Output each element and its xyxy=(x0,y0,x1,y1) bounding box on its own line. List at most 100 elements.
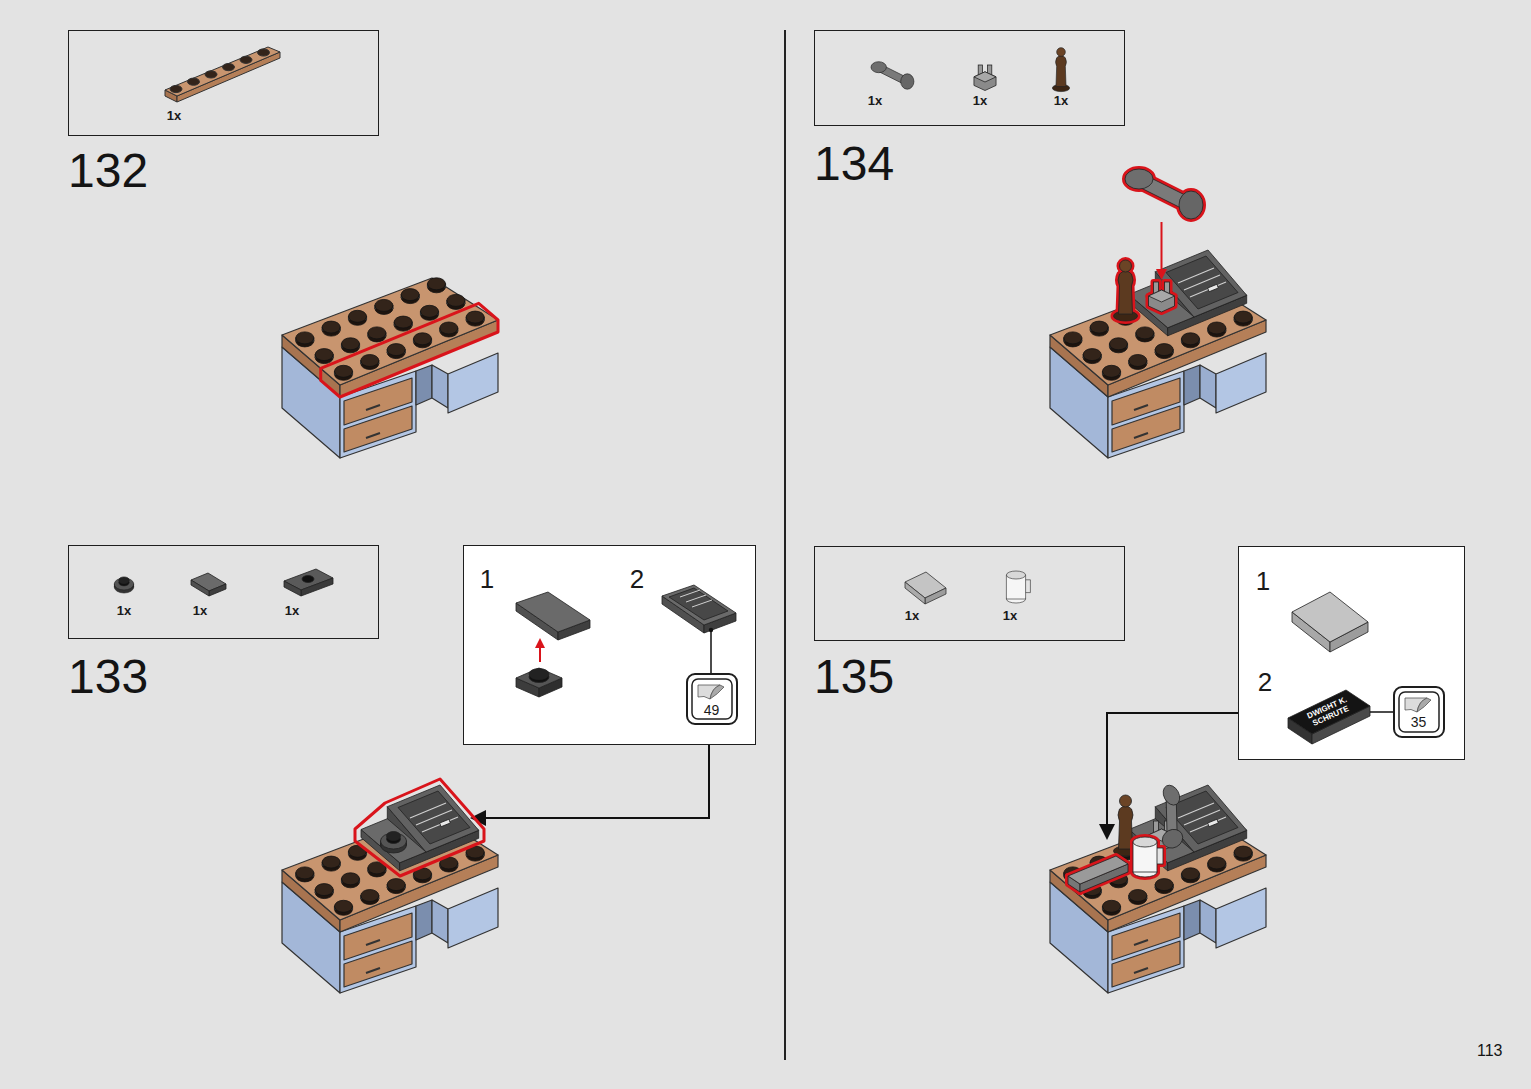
step-number: 134 xyxy=(814,140,894,188)
callout-box: 1 2 49 xyxy=(463,545,756,745)
callout-arrow xyxy=(484,745,709,818)
parts-list-box: 1x xyxy=(68,30,379,136)
parts-list-box: 1x 1x xyxy=(814,546,1125,641)
part-count: 1x xyxy=(868,94,882,107)
desk-model xyxy=(1149,282,1175,312)
callout-133-parts xyxy=(669,588,728,620)
step-number: 133 xyxy=(68,653,148,701)
parts-135 xyxy=(905,571,1030,604)
sticker-leader xyxy=(1370,711,1393,713)
callout-133-parts xyxy=(529,669,549,680)
page-number: 113 xyxy=(1477,1043,1503,1059)
tan-plate xyxy=(205,71,217,78)
part-count: 1x xyxy=(117,604,131,617)
part-count: 1x xyxy=(193,604,207,617)
sticker-curl xyxy=(710,685,724,699)
parts-133 xyxy=(209,584,226,596)
callout-135-parts xyxy=(1292,592,1368,642)
sticker-leader xyxy=(709,628,713,673)
part-count: 1x xyxy=(1054,94,1068,107)
parts-135 xyxy=(925,588,946,604)
parts-135 xyxy=(905,582,925,604)
parts-list-box: 1x 1x 1x xyxy=(814,30,1125,126)
step-number: 135 xyxy=(814,653,894,701)
tan-plate xyxy=(188,78,200,85)
callout-ground xyxy=(463,545,1465,760)
sticker-box: 49 xyxy=(686,673,738,725)
parts-133 xyxy=(114,569,333,596)
callout-ground xyxy=(1238,546,1465,760)
desk-model xyxy=(355,779,484,876)
callout-133-parts xyxy=(662,585,736,625)
desk-model xyxy=(381,832,407,854)
assembly-arrow xyxy=(535,638,545,648)
desk-model xyxy=(282,278,498,458)
sticker-frame xyxy=(692,679,732,719)
page-divider xyxy=(784,30,786,1060)
substep-number: 2 xyxy=(630,566,644,592)
desk-model xyxy=(282,779,498,993)
callout-arrow xyxy=(1099,824,1115,840)
desk-model xyxy=(1133,837,1163,877)
part-count: 1x xyxy=(905,609,919,622)
desk-model xyxy=(1156,269,1167,280)
tan-plate xyxy=(223,64,235,71)
parts-list-box: 1x 1x 1x xyxy=(68,545,379,639)
sticker-number: 35 xyxy=(1411,715,1427,729)
parts-134 xyxy=(871,48,1070,92)
sticker-leader xyxy=(710,630,712,673)
assembly-arrow xyxy=(539,646,541,662)
sticker-leader xyxy=(1370,712,1393,713)
parts-134 xyxy=(871,62,914,89)
callout-133-parts xyxy=(680,590,712,607)
substep-number: 1 xyxy=(480,566,494,592)
parts-133 xyxy=(191,580,209,596)
sticker-number: 49 xyxy=(704,703,720,717)
desk-model xyxy=(1050,782,1266,993)
tan-plate xyxy=(170,85,182,92)
desk-model xyxy=(1133,837,1163,877)
callout-ground xyxy=(463,545,756,745)
tan-plate xyxy=(165,47,280,96)
parts-134 xyxy=(974,65,996,91)
desk-model xyxy=(1114,260,1138,321)
tan-plate xyxy=(170,49,270,93)
desk-model xyxy=(1125,169,1203,219)
sticker-frame xyxy=(1399,692,1439,732)
desk-model xyxy=(1114,260,1138,321)
tan-plate xyxy=(258,49,270,56)
substep-number: 2 xyxy=(1258,669,1272,695)
assembly-arrow xyxy=(535,638,545,662)
tan-plate xyxy=(165,47,280,102)
callout-arrow xyxy=(470,745,709,826)
desk-model xyxy=(1149,282,1175,312)
part-count: 1x xyxy=(1003,609,1017,622)
callout-133-parts xyxy=(516,592,590,632)
step-number: 132 xyxy=(68,147,148,195)
desk-model xyxy=(1068,856,1128,892)
callout-135-parts xyxy=(1288,592,1370,744)
part-count: 1x xyxy=(167,109,181,122)
desk-model xyxy=(1125,169,1203,219)
parts-133 xyxy=(114,577,134,593)
parts-135 xyxy=(1006,571,1030,603)
desk-model xyxy=(1050,169,1266,458)
desk-model xyxy=(282,278,498,458)
substep-number: 1 xyxy=(1256,568,1270,594)
callout-box: 1 2 35 xyxy=(1238,546,1465,760)
tan-plate xyxy=(240,56,252,63)
sticker-curl xyxy=(1417,698,1431,712)
parts-134 xyxy=(1052,48,1069,92)
parts-133 xyxy=(302,576,314,583)
part-count: 1x xyxy=(973,94,987,107)
desk-model xyxy=(321,303,498,397)
callout-133-parts xyxy=(516,668,562,688)
desk-model xyxy=(1068,856,1128,892)
sticker-box: 35 xyxy=(1393,686,1445,738)
callout-135-parts xyxy=(1288,690,1370,734)
desk-model xyxy=(1129,250,1247,336)
page-divider xyxy=(785,30,786,1060)
desk-model xyxy=(1161,222,1163,272)
part-count: 1x xyxy=(285,604,299,617)
